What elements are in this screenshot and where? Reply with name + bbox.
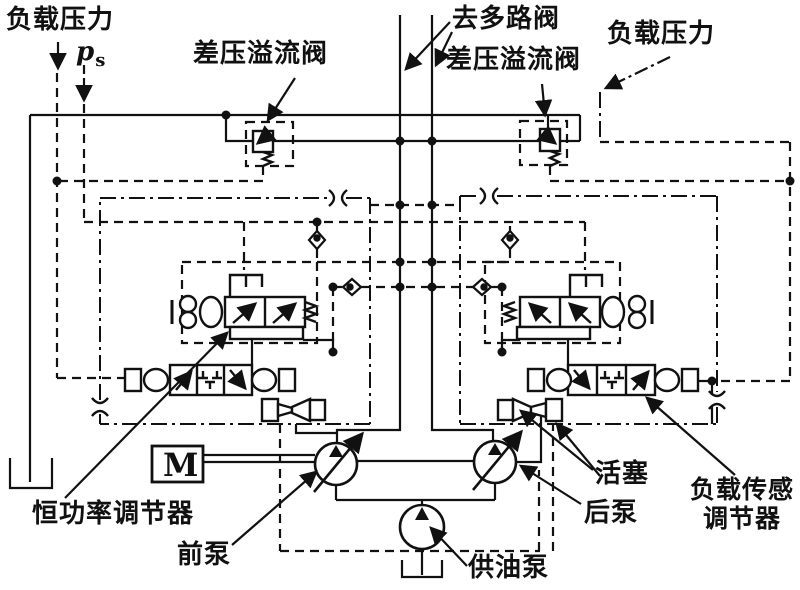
pilot-port-icon [228,273,264,297]
constant-power-leader [64,331,229,499]
spring-icon [301,300,320,324]
label-diff-relief-right: 差压溢流阀 [446,45,582,75]
check-valve-icon [471,277,493,297]
front-pump-leader [231,470,318,546]
orifice-icon [91,397,109,417]
constant-power-valve-lower [123,363,297,397]
label-front-pump: 前泵 [177,540,232,570]
orifice-icon [328,189,348,207]
label-load-pressure-left: 负载压力 [6,5,115,35]
pipework-dashed [55,65,792,553]
constant-power-valve-upper [170,273,320,341]
label-rear-pump: 后泵 [584,498,639,528]
orifice-icons [91,187,726,417]
to-multiway-arrow-1 [404,21,451,71]
label-diff-relief-left: 差压溢流阀 [193,39,329,69]
label-motor-m: M [163,446,200,484]
tank-supply [400,560,444,579]
check-valve-icon [307,229,327,251]
motor-box [150,444,205,484]
piston-icon-left [260,397,327,423]
spring-icon [500,300,519,324]
rear-pump-leader [518,464,582,505]
label-load-sensing-regulator: 负载传感 调节器 [689,475,794,533]
orifice-icon [708,390,726,410]
load-pressure-right-arrow [603,56,671,90]
regulator-boundaries [99,92,718,425]
orifice-icon [479,187,499,205]
load-sensing-regulator-box [459,195,718,425]
pumps [150,429,523,551]
check-valve-icons [307,229,520,297]
load-sensing-leader [645,396,736,476]
supply-pump-leader [429,526,468,567]
label-constant-power-regulator: 恒功率调节器 [32,499,195,529]
label-piston: 活塞 [595,459,650,489]
junction-dots [52,110,795,386]
roller-actuator-icon [170,294,224,330]
label-supply-pump: 供油泵 [468,553,550,583]
to-multiway-arrow-2 [434,31,453,68]
tank-left [8,458,54,490]
diff-relief-right-arrow [534,83,553,118]
constant-power-regulator-box [99,197,371,425]
diff-relief-valve-left [251,125,277,168]
label-load-pressure-right: 负载压力 [607,19,716,49]
diff-relief-left-arrow [266,77,296,123]
diff-relief-valve-right [536,125,563,168]
pilot-port-icon [568,273,604,297]
annotation-arrows [49,21,736,567]
piston-leader-2 [555,421,601,477]
load-sensing-valve-upper [500,273,654,341]
pipework-solid [8,15,714,579]
label-ps: ps [76,37,107,71]
check-valve-icon [500,229,520,251]
roller-actuator-icon [600,294,654,330]
label-to-multiway-valve: 去多路阀 [452,4,561,34]
load-sensing-valve-lower [526,363,700,397]
check-valve-icon [341,277,363,297]
motor-shaft [203,453,315,464]
